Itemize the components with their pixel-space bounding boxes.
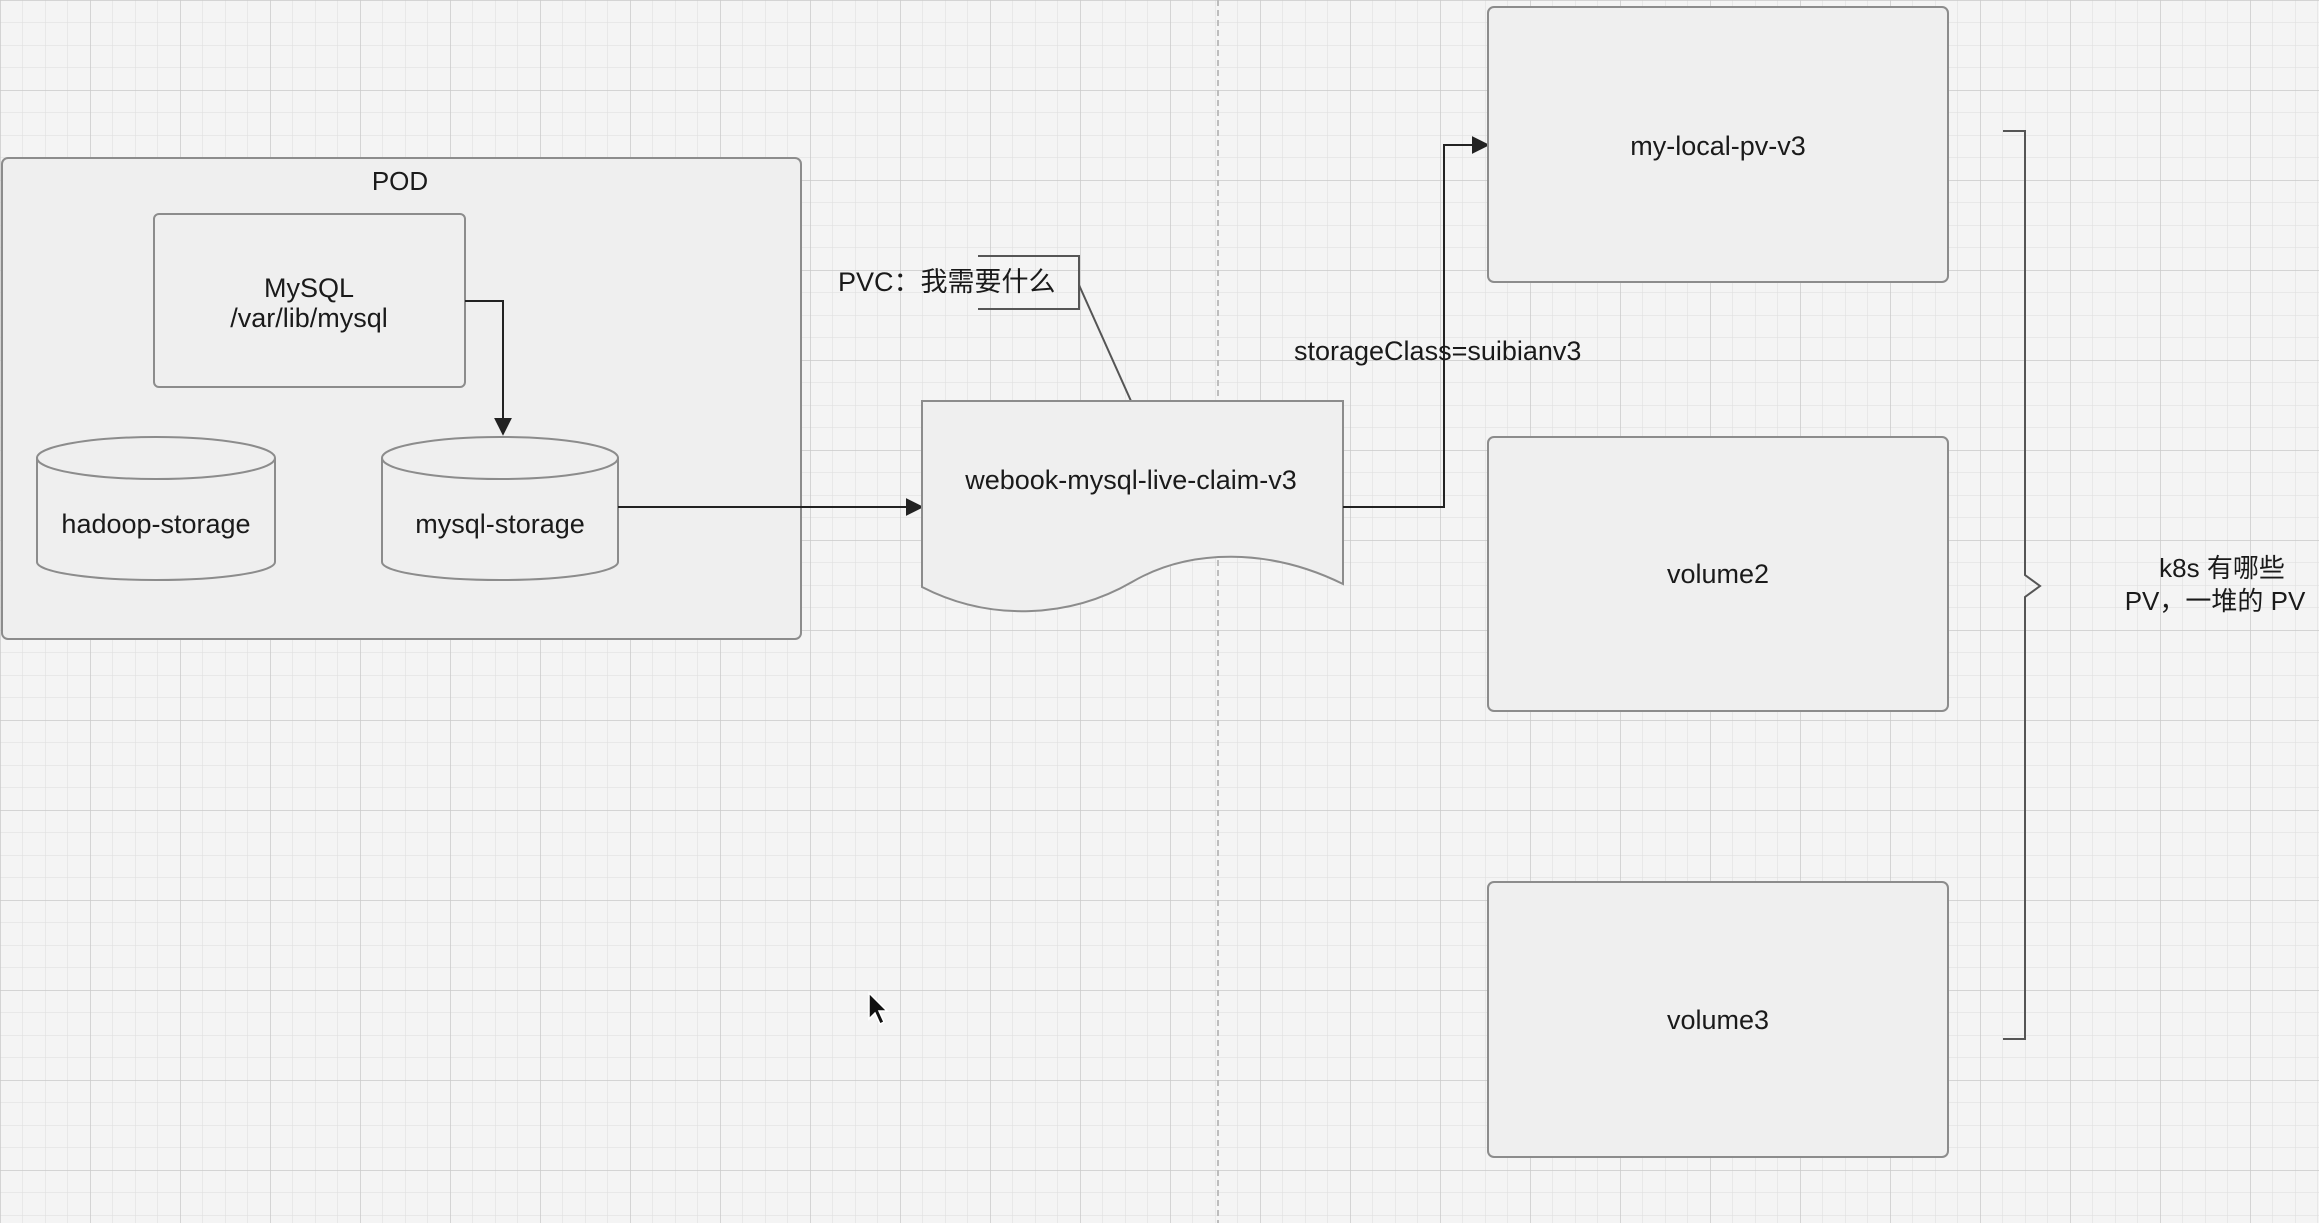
pv-label-my-local-pv-v3: my-local-pv-v3: [1630, 131, 1806, 161]
pv-box-volume3[interactable]: [1487, 881, 1949, 1158]
mysql-label: MySQL: [264, 273, 354, 303]
pv-box-volume2[interactable]: [1487, 436, 1949, 712]
pvc-claim-document[interactable]: [921, 400, 1344, 613]
mouse-cursor-icon: [868, 991, 889, 1026]
storage-class-label: storageClass=suibianv3: [1294, 336, 1581, 366]
pv-group-brace: [2003, 130, 2042, 1040]
claim-to-pv-connector[interactable]: [1343, 136, 1490, 508]
pv-label-volume3: volume3: [1667, 1005, 1769, 1035]
pvc-note-bracket: [978, 255, 1080, 310]
pvc-claim-label: webook-mysql-live-claim-v3: [964, 465, 1297, 495]
mysql-storage-label: mysql-storage: [415, 509, 585, 539]
brace-note-line1: k8s 有哪些: [2159, 553, 2285, 583]
pv-label-volume2: volume2: [1667, 559, 1769, 589]
pv-box-my-local-pv-v3[interactable]: [1487, 6, 1949, 283]
mysql-to-storage-connector[interactable]: [465, 300, 512, 436]
mysql-path-label: /var/lib/mysql: [230, 303, 388, 333]
brace-note-line2: PV，一堆的 PV: [2125, 586, 2306, 616]
mysql-storage-cylinder[interactable]: mysql-storage: [381, 436, 619, 581]
hadoop-storage-cylinder[interactable]: hadoop-storage: [36, 436, 276, 581]
pvc-note-label: PVC：我需要什么: [838, 267, 1056, 297]
pvc-note-pointer: [1078, 284, 1132, 402]
pod-title: POD: [372, 166, 428, 196]
hadoop-storage-label: hadoop-storage: [61, 509, 250, 539]
